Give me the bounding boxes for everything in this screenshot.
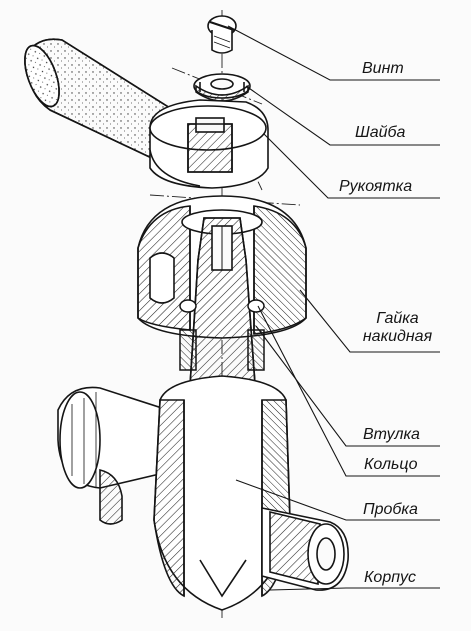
label-gaika-line1: Гайка xyxy=(376,310,419,327)
label-probka: Пробка xyxy=(363,501,418,518)
label-gaika-line2: накидная xyxy=(362,328,433,345)
label-gaika-nakidnaya: Гайка накидная xyxy=(350,310,445,346)
label-shaiba: Шайба xyxy=(355,124,406,141)
label-rukoyatka: Рукоятка xyxy=(339,178,413,195)
label-korpus: Корпус xyxy=(364,569,417,586)
label-vtulka: Втулка xyxy=(363,426,420,443)
body-part xyxy=(57,375,349,611)
bushing-part xyxy=(179,299,265,371)
leader-lines xyxy=(227,25,440,591)
label-kolco: Кольцо xyxy=(364,456,418,473)
screw-part xyxy=(207,15,237,54)
label-vint: Винт xyxy=(362,60,404,77)
handle-part xyxy=(24,38,269,189)
washer-part xyxy=(193,73,251,102)
